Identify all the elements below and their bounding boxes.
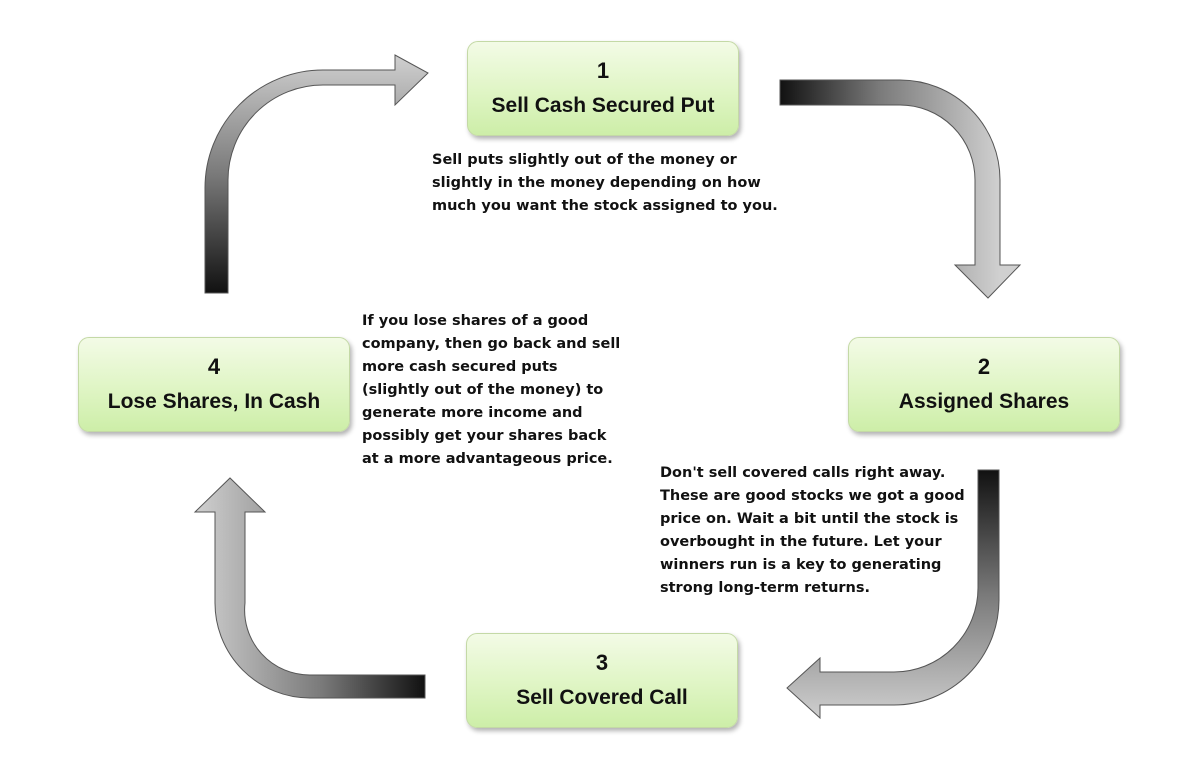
step-3-number: 3 — [595, 649, 609, 675]
arrow-step2-to-step3 — [786, 469, 1000, 720]
step-2-note-line: Don't sell covered calls right away. — [660, 465, 946, 481]
step-4-number: 4 — [207, 353, 221, 379]
step-4-note-line: If you lose shares of a good — [362, 313, 589, 329]
arrow-step3-to-step4 — [193, 477, 426, 699]
step-1-note-line: much you want the stock assigned to you. — [432, 198, 778, 214]
step-4-note: If you lose shares of a good company, th… — [362, 310, 620, 471]
step-1-number: 1 — [596, 57, 610, 83]
step-3-title: Sell Covered Call — [516, 685, 688, 709]
step-4-title: Lose Shares, In Cash — [107, 389, 321, 413]
step-4-note-line: (slightly out of the money) to — [362, 382, 604, 398]
step-4-note-line: company, then go back and sell — [362, 336, 621, 352]
step-2-note-line: strong long-term returns. — [660, 580, 871, 596]
step-4-note-line: possibly get your shares back — [362, 428, 607, 444]
step-1-title: Sell Cash Secured Put — [491, 93, 715, 117]
arrow-step1-to-step2 — [779, 79, 1022, 299]
step-4-note-line: generate more income and — [362, 405, 583, 421]
step-4-note-line: more cash secured puts — [362, 359, 558, 375]
step-1-note-line: Sell puts slightly out of the money or — [432, 152, 737, 168]
step-1-note: Sell puts slightly out of the money or s… — [432, 149, 778, 218]
step-3-box: 3 Sell Covered Call — [466, 633, 738, 728]
step-2-note: Don't sell covered calls right away. The… — [660, 462, 965, 600]
step-4-box: 4 Lose Shares, In Cash — [78, 337, 350, 432]
step-2-note-line: overbought in the future. Let your — [660, 534, 942, 550]
step-1-note-line: slightly in the money depending on how — [432, 175, 761, 191]
step-2-note-line: These are good stocks we got a good — [660, 488, 965, 504]
arrow-step4-to-step1 — [204, 54, 429, 294]
step-1-box: 1 Sell Cash Secured Put — [467, 41, 739, 136]
step-2-number: 2 — [977, 353, 991, 379]
step-2-title: Assigned Shares — [898, 389, 1070, 413]
step-2-note-line: price on. Wait a bit until the stock is — [660, 511, 959, 527]
step-2-note-line: winners run is a key to generating — [660, 557, 942, 573]
step-2-box: 2 Assigned Shares — [848, 337, 1120, 432]
step-4-note-line: at a more advantageous price. — [362, 451, 613, 467]
